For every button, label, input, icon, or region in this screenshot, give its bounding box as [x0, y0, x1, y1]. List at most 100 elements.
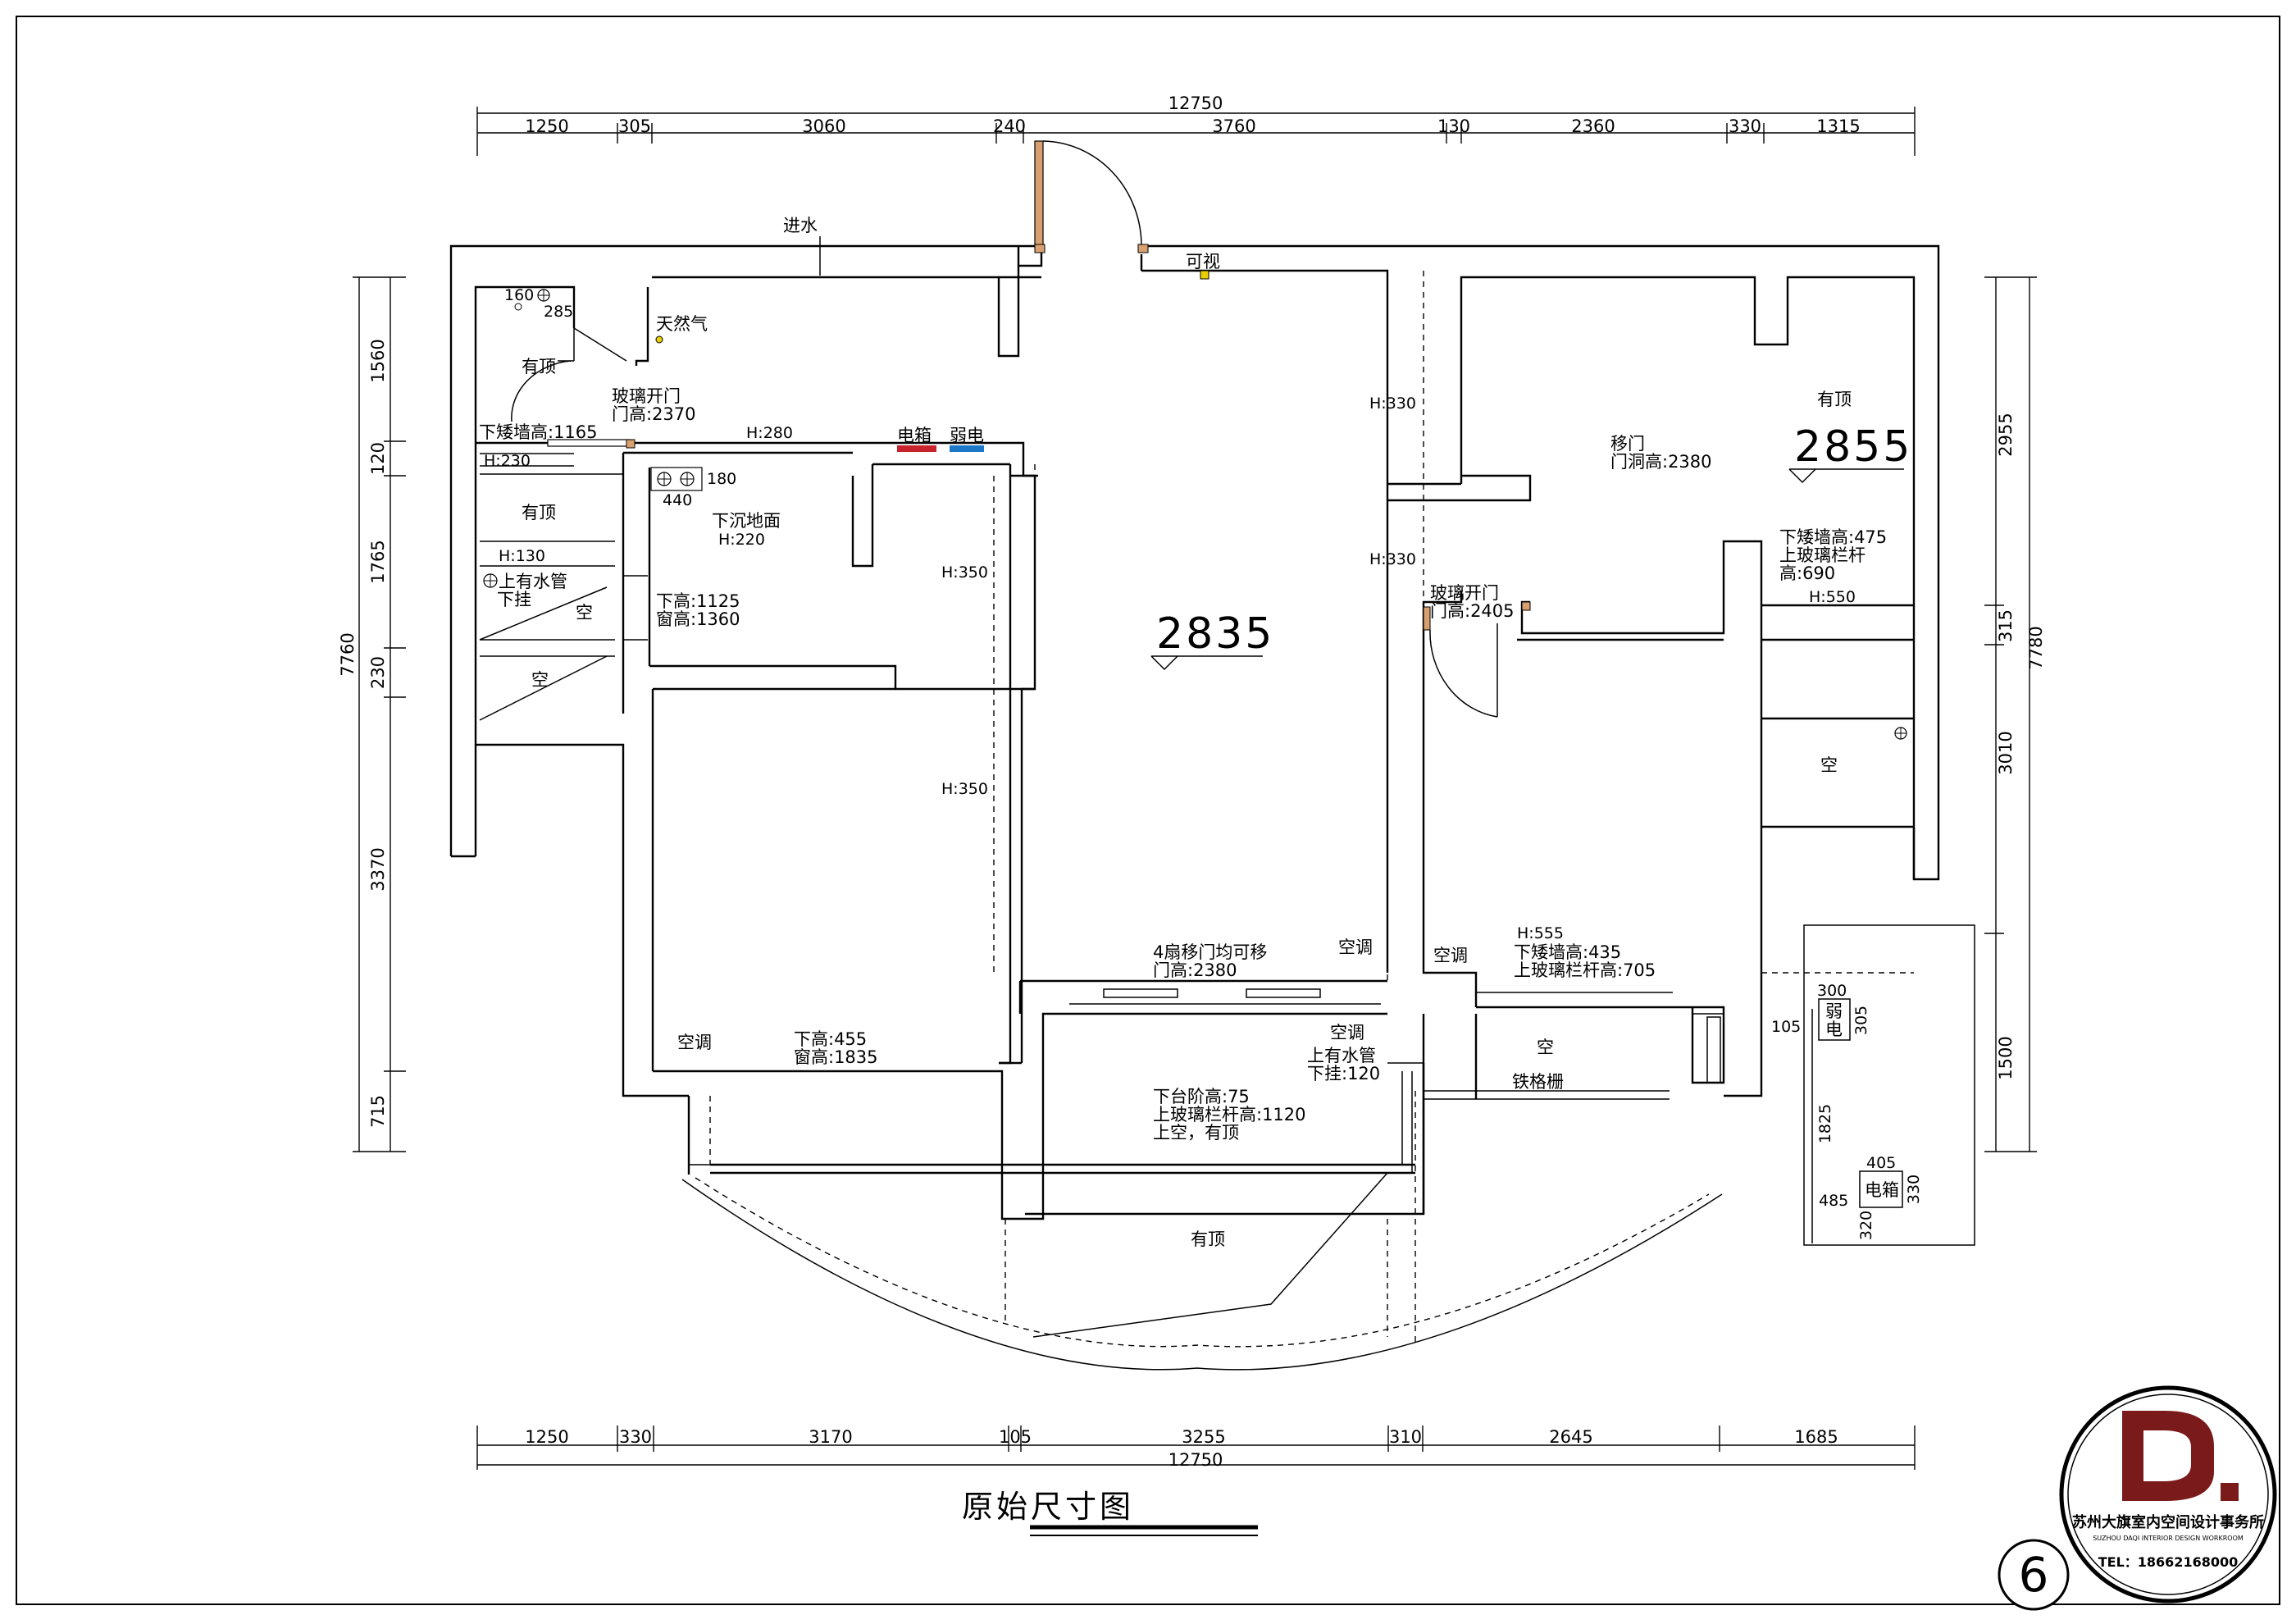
detail-485: 485 [1819, 1192, 1848, 1210]
company-logo: 苏州大旗室内空间设计事务所 SUZHOU DAQI INTERIOR DESIG… [2059, 1385, 2277, 1603]
top-dim-5: 3760 [1212, 116, 1255, 136]
intercom-marker [1200, 270, 1210, 280]
bottom-dim-3: 3170 [809, 1427, 852, 1447]
right-dim-4: 1500 [1996, 1036, 2016, 1079]
detail-305: 305 [1852, 1006, 1870, 1035]
right-dim-2: 315 [1996, 609, 2016, 642]
label-visible: 可视 [1186, 252, 1220, 271]
detail-330: 330 [1905, 1175, 1923, 1204]
top-dim-7: 2360 [1571, 116, 1615, 136]
label-four-sliding-doors: 4扇移门均可移 [1153, 942, 1267, 962]
label-step: 下台阶高:75 [1153, 1087, 1250, 1106]
label-h350-a: H:350 [941, 563, 988, 582]
left-dim-4: 230 [368, 656, 388, 689]
top-dim-1: 1250 [525, 116, 568, 136]
right-dimensions: 2955 315 3010 1500 7780 [1984, 276, 2046, 1152]
gas-point-icon [655, 335, 663, 344]
balcony-arc [681, 1172, 1723, 1371]
annotations: 进水 可视 天然气 160 285 有顶 玻璃开门 门高:2370 下矮墙高:1… [479, 216, 1887, 1249]
bottom-dimensions: 1250 330 3170 105 3255 310 2645 1685 127… [476, 1426, 1916, 1470]
weak-current-marker [950, 445, 984, 452]
entrance-door [1034, 140, 1210, 280]
label-glass-rail-2-height: 高:690 [1779, 563, 1835, 583]
label-h330-a: H:330 [1369, 395, 1416, 413]
bottom-dim-1: 1250 [525, 1427, 568, 1447]
label-sliding-door-height: 门洞高:2380 [1610, 452, 1712, 472]
sheet-border [16, 16, 2280, 1605]
logo-company-cn: 苏州大旗室内空间设计事务所 [2072, 1513, 2264, 1531]
detail-elec-box: 电箱 [1865, 1180, 1899, 1200]
height-marker-bedroom: 2855 [1788, 422, 1912, 484]
bedroom-ceiling-height: 2855 [1794, 422, 1912, 472]
label-water-pipe-1: 上有水管 [499, 572, 567, 591]
label-180: 180 [707, 470, 736, 488]
detail-lines [479, 286, 1724, 1173]
label-water-pipe-2: 上有水管 [1307, 1046, 1376, 1065]
detail-1825: 1825 [1816, 1104, 1834, 1143]
label-h280: H:280 [746, 424, 793, 442]
label-glass-door-1: 玻璃开门 [612, 386, 681, 406]
logo-dot [2221, 1483, 2239, 1501]
fixtures [483, 289, 1907, 740]
top-total-dim: 12750 [1168, 94, 1223, 113]
label-285: 285 [544, 303, 573, 321]
left-total-dim: 7760 [338, 632, 358, 676]
label-ac-4: 空调 [677, 1033, 712, 1052]
top-dim-8: 330 [1729, 116, 1761, 136]
label-sill-1: 下高:1125 [656, 591, 740, 611]
top-dim-2: 305 [618, 116, 651, 136]
floor-drain-icon [514, 303, 522, 311]
label-h350-b: H:350 [941, 780, 988, 798]
label-empty-1: 空 [576, 603, 593, 623]
label-low-wall-2: 下矮墙高:475 [1779, 527, 1887, 547]
label-glass-rail-4: 上玻璃栏杆高:1120 [1153, 1105, 1306, 1124]
detail-weak-current-1: 弱 [1825, 1001, 1843, 1021]
label-four-sliding-height: 门高:2380 [1153, 960, 1237, 980]
logo-tel: TEL：18662168000 [2098, 1554, 2239, 1570]
bottom-dim-4: 105 [999, 1427, 1032, 1447]
label-empty-2: 空 [531, 670, 549, 690]
label-window-2: 窗高:1835 [794, 1047, 878, 1067]
sheet-number: 6 [2019, 1547, 2049, 1603]
label-open-roof: 上空，有顶 [1153, 1123, 1239, 1143]
drawing-title-block: 原始尺寸图 [962, 1489, 1258, 1536]
height-marker-living: 2835 [1150, 609, 1272, 671]
logo-company-en: SUZHOU DAQI INTERIOR DESIGN WORKROOM [2093, 1535, 2244, 1542]
label-hang-2: 下挂:120 [1307, 1064, 1380, 1083]
right-dim-3: 3010 [1996, 731, 2016, 774]
panel-detail: 弱 电 300 305 105 1825 405 电箱 330 485 320 [1771, 924, 1975, 1246]
left-dim-6: 715 [368, 1095, 388, 1128]
bottom-dim-8: 1685 [1794, 1427, 1838, 1447]
top-dim-9: 1315 [1816, 116, 1860, 136]
label-low-wall-1: 下矮墙高:1165 [479, 422, 598, 442]
bottom-dim-2: 330 [619, 1427, 652, 1447]
left-dim-2: 120 [368, 442, 388, 475]
top-dim-3: 3060 [802, 116, 845, 136]
label-h230: H:230 [484, 452, 531, 470]
label-weak-current: 弱电 [950, 426, 984, 445]
bottom-total-dim: 12750 [1168, 1450, 1223, 1470]
label-sunken-floor: 下沉地面 [712, 511, 781, 531]
label-ac-1: 空调 [1338, 937, 1373, 957]
sheet-number-badge: 6 [1998, 1539, 2070, 1611]
right-dim-1: 2955 [1996, 413, 2016, 456]
label-electric-box: 电箱 [897, 426, 932, 445]
bottom-dim-6: 310 [1389, 1427, 1422, 1447]
label-glass-rail-3: 上玻璃栏杆高:705 [1514, 960, 1656, 980]
label-h550: H:550 [1809, 588, 1856, 606]
label-empty-4: 空 [1537, 1038, 1554, 1057]
right-total-dim: 7780 [2026, 626, 2046, 669]
label-160: 160 [504, 286, 534, 304]
left-dimensions: 7760 1560 120 1765 230 3370 715 [338, 276, 406, 1152]
top-dim-6: 130 [1437, 116, 1470, 136]
glass-door-1 [511, 360, 636, 449]
detail-405: 405 [1866, 1154, 1896, 1172]
top-dim-4: 240 [993, 116, 1026, 136]
label-water-inlet: 进水 [783, 216, 818, 235]
label-sunken-height: H:220 [718, 531, 765, 549]
detail-weak-current-2: 电 [1825, 1020, 1843, 1039]
label-iron-grille: 铁格栅 [1512, 1072, 1564, 1092]
label-ac-2: 空调 [1433, 946, 1468, 965]
